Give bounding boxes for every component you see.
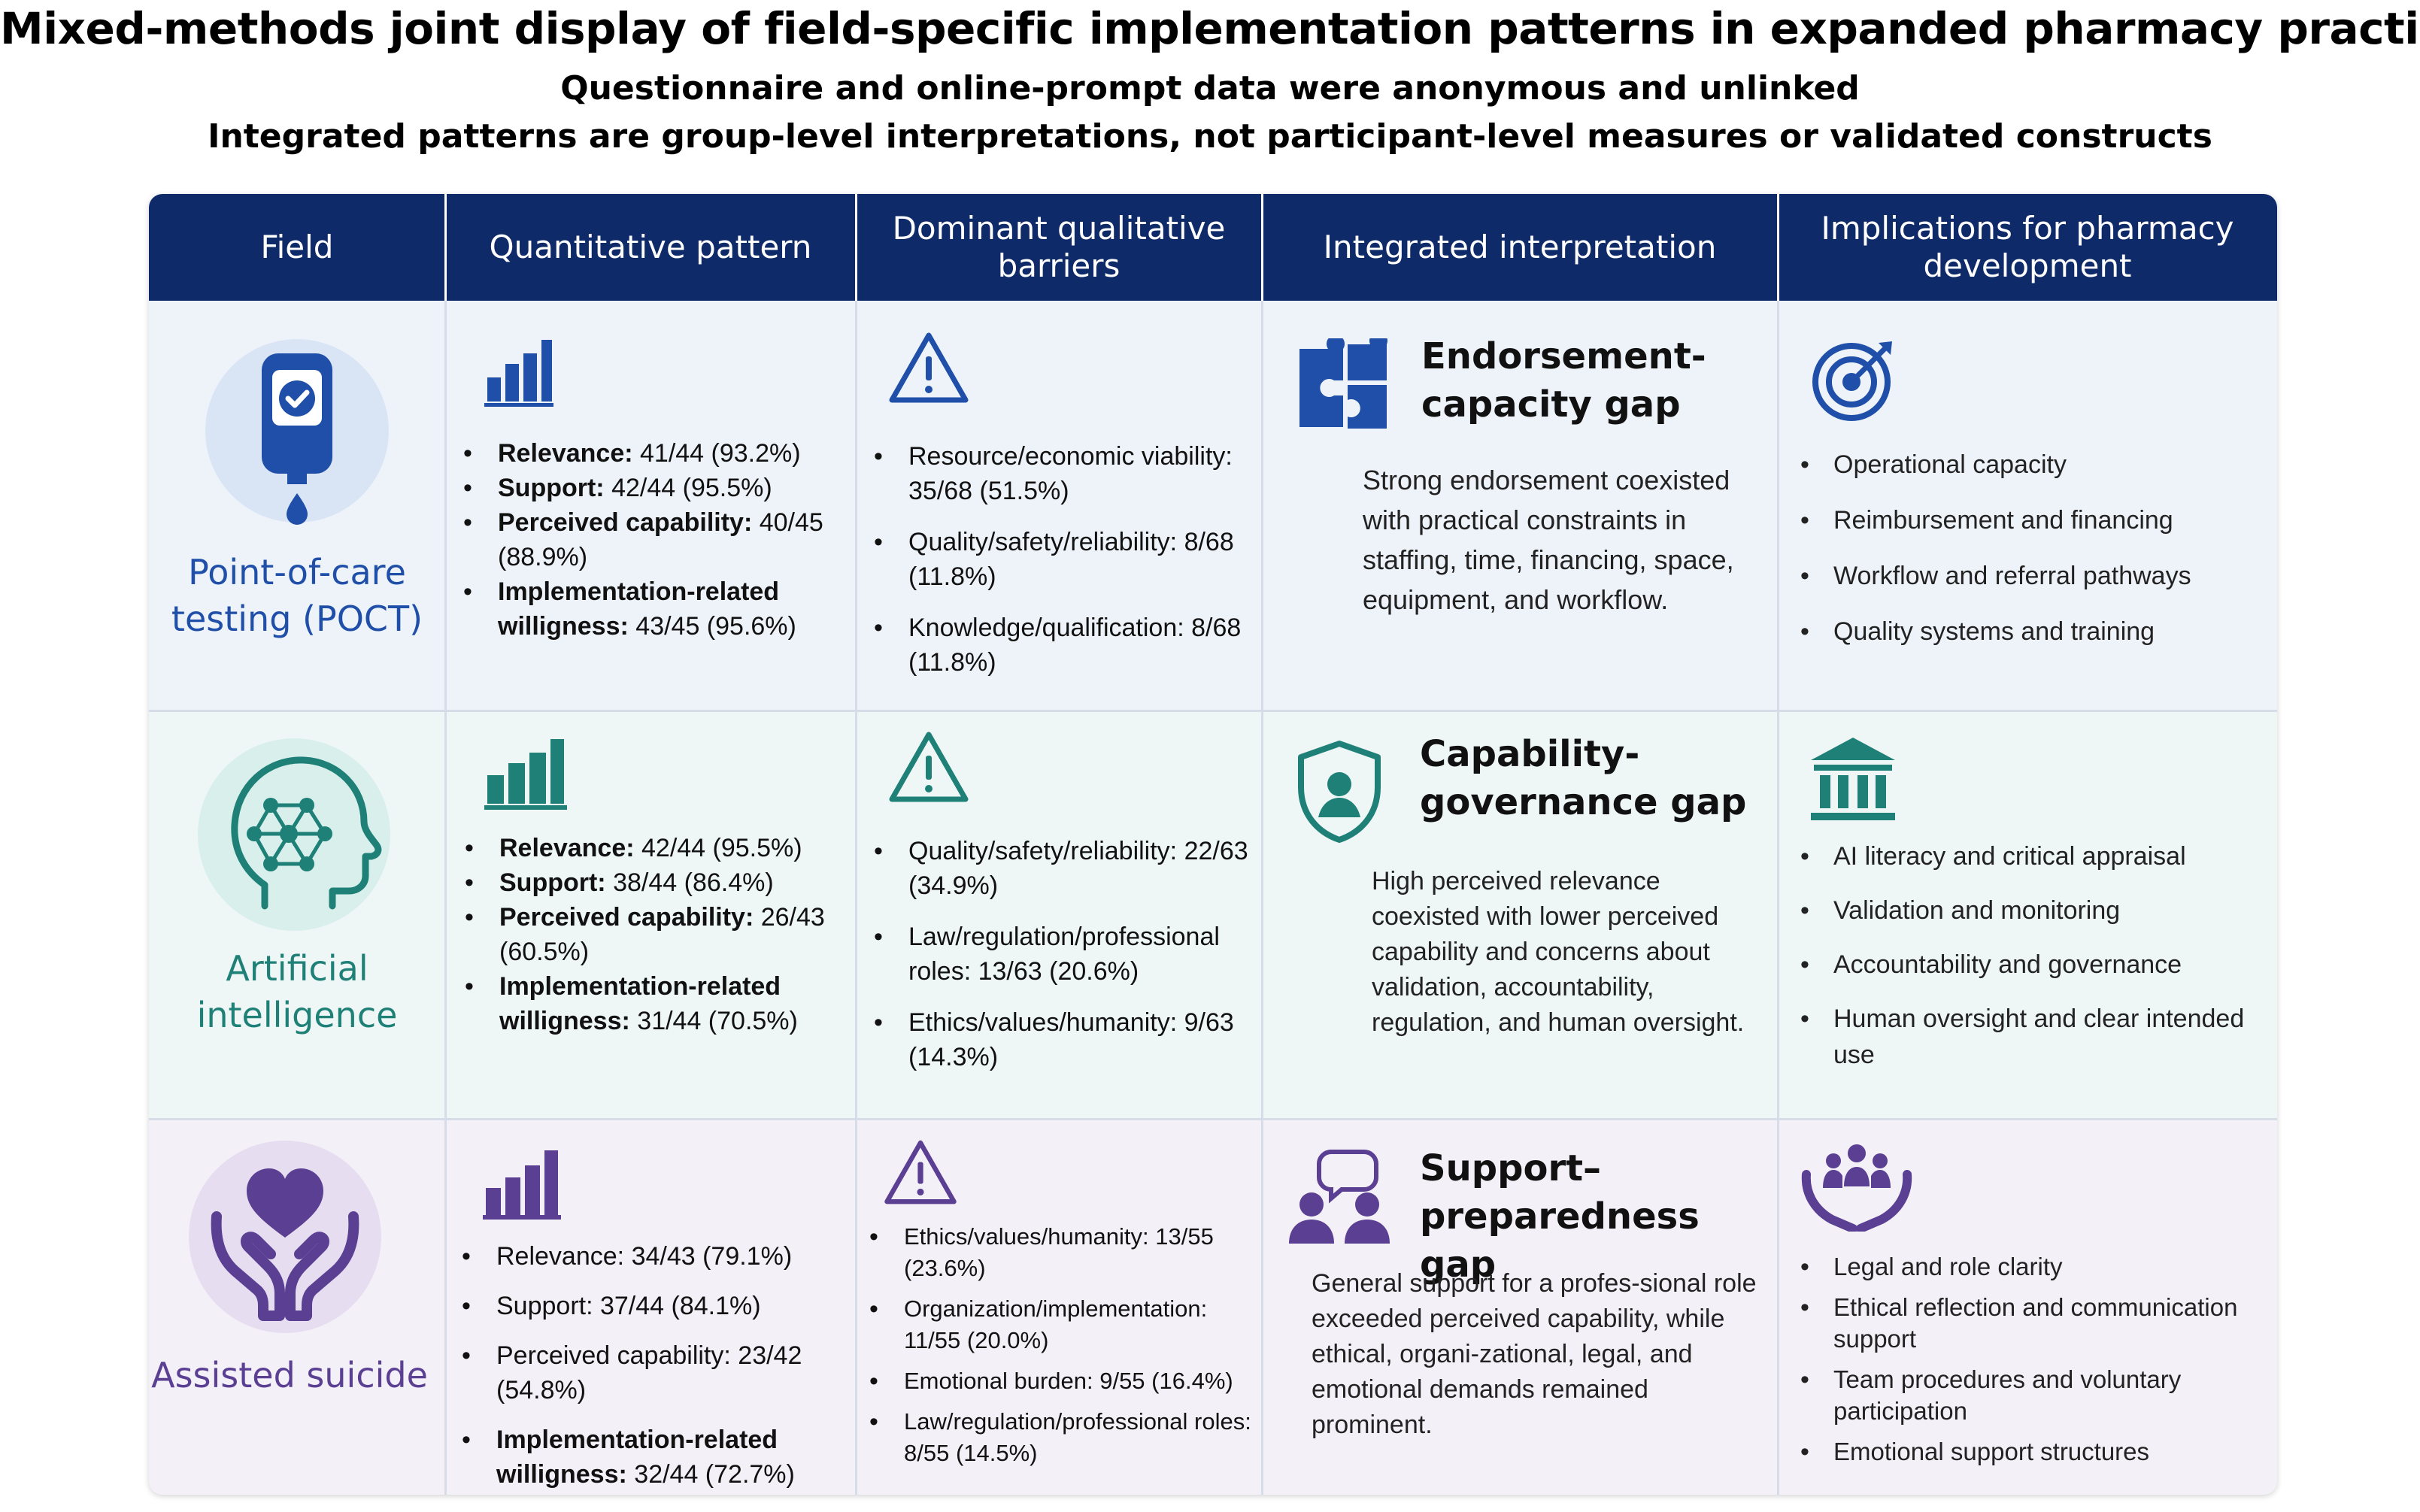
bar-chart-icon bbox=[483, 1150, 561, 1220]
interpretation-text: General support for a profes-sional role… bbox=[1312, 1269, 1757, 1439]
list-item: Law/regulation/professional roles: 13/63… bbox=[868, 920, 1251, 989]
list-item: Ethics/values/humanity: 13/55 (23.6%) bbox=[863, 1221, 1259, 1284]
cell-quantitative: Relevance: 41/44 (93.2%) Support: 42/44 … bbox=[445, 301, 856, 711]
field-label-assisted-suicide: Assisted suicide bbox=[151, 1355, 428, 1395]
barriers-list: Resource/economic viability: 35/68 (51.5… bbox=[868, 439, 1244, 680]
barriers-list: Quality/safety/reliability: 22/63 (34.9%… bbox=[868, 834, 1251, 1074]
table-row-assisted-suicide: Assisted suicide Relevance: 34/43 (79.1%… bbox=[149, 1119, 2277, 1495]
quantitative-list: Relevance: 42/44 (95.5%) Support: 38/44 … bbox=[459, 831, 850, 1038]
list-item: Perceived capability: 40/45 (88.9%) bbox=[457, 505, 848, 574]
list-item: Quality/safety/reliability: 22/63 (34.9%… bbox=[868, 834, 1251, 903]
group-hands-icon bbox=[1801, 1144, 1912, 1232]
list-item: Reimbursement and financing bbox=[1790, 502, 2264, 538]
list-item: Perceived capability: 23/42 (54.8%) bbox=[456, 1338, 850, 1407]
quantitative-list: Relevance: 41/44 (93.2%) Support: 42/44 … bbox=[457, 436, 848, 644]
subtitle-interpretation: Integrated patterns are group-level inte… bbox=[208, 117, 2212, 156]
cell-barriers: Quality/safety/reliability: 22/63 (34.9%… bbox=[856, 711, 1262, 1119]
list-item: Team procedures and voluntary participat… bbox=[1790, 1364, 2267, 1427]
subtitle-anonymity: Questionnaire and online-prompt data wer… bbox=[560, 69, 1860, 108]
target-icon bbox=[1812, 341, 1892, 421]
shield-person-icon bbox=[1298, 741, 1381, 843]
people-chat-icon bbox=[1289, 1150, 1390, 1244]
field-label-poct: Point-of-care testing (POCT) bbox=[171, 552, 423, 639]
warning-icon bbox=[884, 1140, 957, 1204]
gap-title: Endorsement-capacity gap bbox=[1421, 335, 1706, 426]
list-item: Relevance: 41/44 (93.2%) bbox=[457, 436, 848, 471]
barriers-list: Ethics/values/humanity: 13/55 (23.6%) Or… bbox=[863, 1221, 1259, 1469]
list-item: Support: 37/44 (84.1%) bbox=[456, 1289, 850, 1323]
cell-interpretation: Capability-governance gap High perceived… bbox=[1262, 711, 1778, 1119]
list-item: Support: 38/44 (86.4%) bbox=[459, 865, 850, 900]
warning-icon bbox=[889, 332, 969, 403]
warning-icon bbox=[889, 732, 969, 802]
implications-list: AI literacy and critical appraisal Valid… bbox=[1790, 838, 2264, 1073]
institution-icon bbox=[1811, 738, 1895, 820]
list-item: Implementation-related willigness: 43/45… bbox=[457, 574, 848, 644]
cell-quantitative: Relevance: 42/44 (95.5%) Support: 38/44 … bbox=[445, 711, 856, 1119]
cell-implications: Legal and role clarity Ethical reflectio… bbox=[1778, 1119, 2277, 1495]
list-item: Legal and role clarity bbox=[1790, 1251, 2267, 1283]
implications-list: Operational capacity Reimbursement and f… bbox=[1790, 447, 2264, 650]
list-item: Perceived capability: 26/43 (60.5%) bbox=[459, 900, 850, 969]
gap-title: Support–preparedness gap bbox=[1420, 1147, 1700, 1286]
heart-hands-icon bbox=[189, 1141, 381, 1333]
table-row-ai: Artificial intelligence Relevance: 42/44… bbox=[149, 711, 2277, 1119]
header-quantitative: Quantitative pattern bbox=[489, 229, 812, 265]
list-item: Organization/implementation: 11/55 (20.0… bbox=[863, 1293, 1259, 1356]
table-header: Field Quantitative pattern Dominant qual… bbox=[149, 194, 2277, 301]
cell-barriers: Resource/economic viability: 35/68 (51.5… bbox=[856, 301, 1262, 711]
header-barriers: Dominant qualitative barriers bbox=[892, 210, 1226, 284]
list-item: Quality/safety/reliability: 8/68 (11.8%) bbox=[868, 525, 1244, 594]
implications-list: Legal and role clarity Ethical reflectio… bbox=[1790, 1251, 2267, 1468]
cell-interpretation: Support–preparedness gap General support… bbox=[1262, 1119, 1778, 1495]
joint-display-table: Field Quantitative pattern Dominant qual… bbox=[149, 194, 2277, 1495]
list-item: Implementation-related willigness: 31/44… bbox=[459, 969, 850, 1038]
cell-field: Assisted suicide bbox=[149, 1119, 445, 1495]
list-item: Validation and monitoring bbox=[1790, 892, 2264, 929]
list-item: Workflow and referral pathways bbox=[1790, 558, 2264, 594]
glucometer-icon bbox=[205, 339, 389, 525]
list-item: Human oversight and clear intended use bbox=[1790, 1001, 2264, 1073]
cell-barriers: Ethics/values/humanity: 13/55 (23.6%) Or… bbox=[856, 1119, 1262, 1495]
header-implications: Implications for pharmacy development bbox=[1821, 210, 2234, 284]
list-item: Support: 42/44 (95.5%) bbox=[457, 471, 848, 505]
list-item: Implementation-related willigness: 32/44… bbox=[456, 1423, 850, 1492]
interpretation-text: Strong endorsement coexisted with practi… bbox=[1363, 465, 1734, 615]
interpretation-text: High perceived relevance coexisted with … bbox=[1372, 867, 1745, 1037]
list-item: Relevance: 34/43 (79.1%) bbox=[456, 1239, 850, 1274]
table-row-poct: Point-of-care testing (POCT) Relevance: … bbox=[149, 301, 2277, 711]
bar-chart-icon bbox=[484, 340, 553, 407]
ai-head-icon bbox=[198, 738, 390, 931]
list-item: Law/regulation/professional roles: 8/55 … bbox=[863, 1406, 1259, 1469]
list-item: Ethical reflection and communication sup… bbox=[1790, 1292, 2267, 1355]
list-item: Relevance: 42/44 (95.5%) bbox=[459, 831, 850, 865]
header-field: Field bbox=[260, 229, 334, 265]
list-item: Operational capacity bbox=[1790, 447, 2264, 483]
cell-interpretation: Endorsement-capacity gap Strong endorsem… bbox=[1262, 301, 1778, 711]
bar-chart-icon bbox=[484, 739, 567, 810]
list-item: Emotional burden: 9/55 (16.4%) bbox=[863, 1365, 1259, 1397]
page-title: Mixed-methods joint display of field-spe… bbox=[0, 3, 2420, 54]
header-interpretation: Integrated interpretation bbox=[1323, 229, 1717, 265]
cell-quantitative: Relevance: 34/43 (79.1%) Support: 37/44 … bbox=[445, 1119, 856, 1495]
puzzle-icon bbox=[1299, 338, 1387, 429]
list-item: Ethics/values/humanity: 9/63 (14.3%) bbox=[868, 1005, 1251, 1074]
list-item: Accountability and governance bbox=[1790, 947, 2264, 983]
cell-field: Point-of-care testing (POCT) bbox=[149, 301, 445, 711]
cell-implications: AI literacy and critical appraisal Valid… bbox=[1778, 711, 2277, 1119]
list-item: Emotional support structures bbox=[1790, 1436, 2267, 1468]
field-label-ai: Artificial intelligence bbox=[196, 948, 398, 1035]
quantitative-list: Relevance: 34/43 (79.1%) Support: 37/44 … bbox=[456, 1239, 850, 1492]
list-item: Quality systems and training bbox=[1790, 614, 2264, 650]
cell-implications: Operational capacity Reimbursement and f… bbox=[1778, 301, 2277, 711]
list-item: Knowledge/qualification: 8/68 (11.8%) bbox=[868, 611, 1244, 680]
list-item: Resource/economic viability: 35/68 (51.5… bbox=[868, 439, 1244, 508]
cell-field: Artificial intelligence bbox=[149, 711, 445, 1119]
list-item: AI literacy and critical appraisal bbox=[1790, 838, 2264, 874]
gap-title: Capability-governance gap bbox=[1420, 733, 1747, 823]
